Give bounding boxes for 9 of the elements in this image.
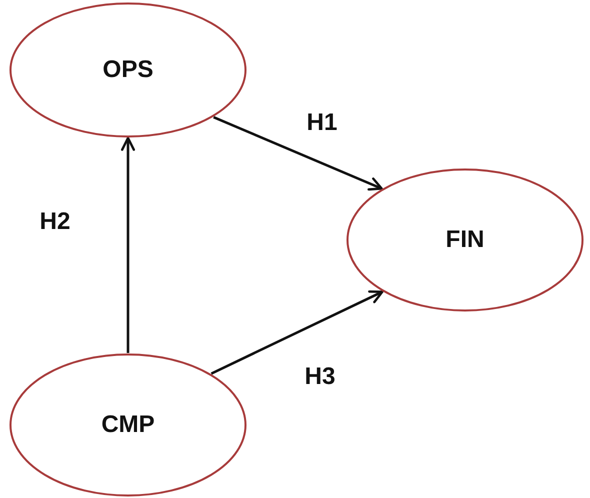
ellipse-node — [346, 168, 584, 312]
arrow — [121, 136, 135, 353]
arrow — [210, 290, 384, 375]
node-label: OPS — [102, 58, 154, 82]
node-label: CMP — [101, 413, 155, 437]
arrow — [213, 116, 383, 191]
ellipse-node — [9, 353, 247, 497]
node-label: FIN — [446, 228, 484, 252]
ellipse-node — [9, 2, 247, 138]
